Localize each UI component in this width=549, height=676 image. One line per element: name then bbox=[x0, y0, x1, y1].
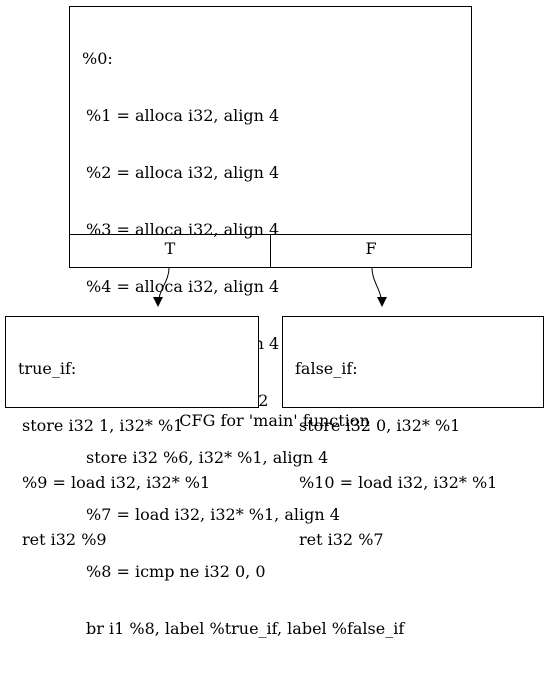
instruction: %1 = alloca i32, align 4 bbox=[86, 106, 280, 125]
true-block-code: true_if: store i32 1, i32* %1 %9 = load … bbox=[6, 317, 258, 587]
instruction: %2 = alloca i32, align 4 bbox=[86, 163, 280, 182]
instruction: %4 = alloca i32, align 4 bbox=[86, 277, 280, 296]
port-true: T bbox=[164, 239, 176, 258]
instruction: store i32 0, i32* %1 bbox=[299, 416, 461, 435]
instruction: ret i32 %7 bbox=[299, 530, 384, 549]
block-label: true_if: bbox=[18, 359, 77, 378]
edge-false bbox=[371, 267, 387, 307]
instruction: %9 = load i32, i32* %1 bbox=[22, 473, 211, 492]
cfg-edges bbox=[153, 267, 387, 307]
instruction: store i32 1, i32* %1 bbox=[22, 416, 184, 435]
graph-caption: CFG for 'main' function bbox=[179, 411, 370, 430]
port-false: F bbox=[270, 235, 471, 267]
block-label: false_if: bbox=[295, 359, 358, 378]
false-block: false_if: store i32 0, i32* %1 %10 = loa… bbox=[282, 316, 544, 549]
block-label: %0: bbox=[82, 49, 113, 68]
true-block: true_if: store i32 1, i32* %1 %9 = load … bbox=[5, 316, 259, 549]
instruction: %10 = load i32, i32* %1 bbox=[299, 473, 498, 492]
branch-ports: T F bbox=[70, 234, 471, 267]
instruction: ret i32 %9 bbox=[22, 530, 107, 549]
false-block-code: false_if: store i32 0, i32* %1 %10 = loa… bbox=[283, 317, 543, 587]
edge-true bbox=[153, 267, 170, 307]
instruction: br i1 %8, label %true_if, label %false_i… bbox=[86, 619, 405, 638]
